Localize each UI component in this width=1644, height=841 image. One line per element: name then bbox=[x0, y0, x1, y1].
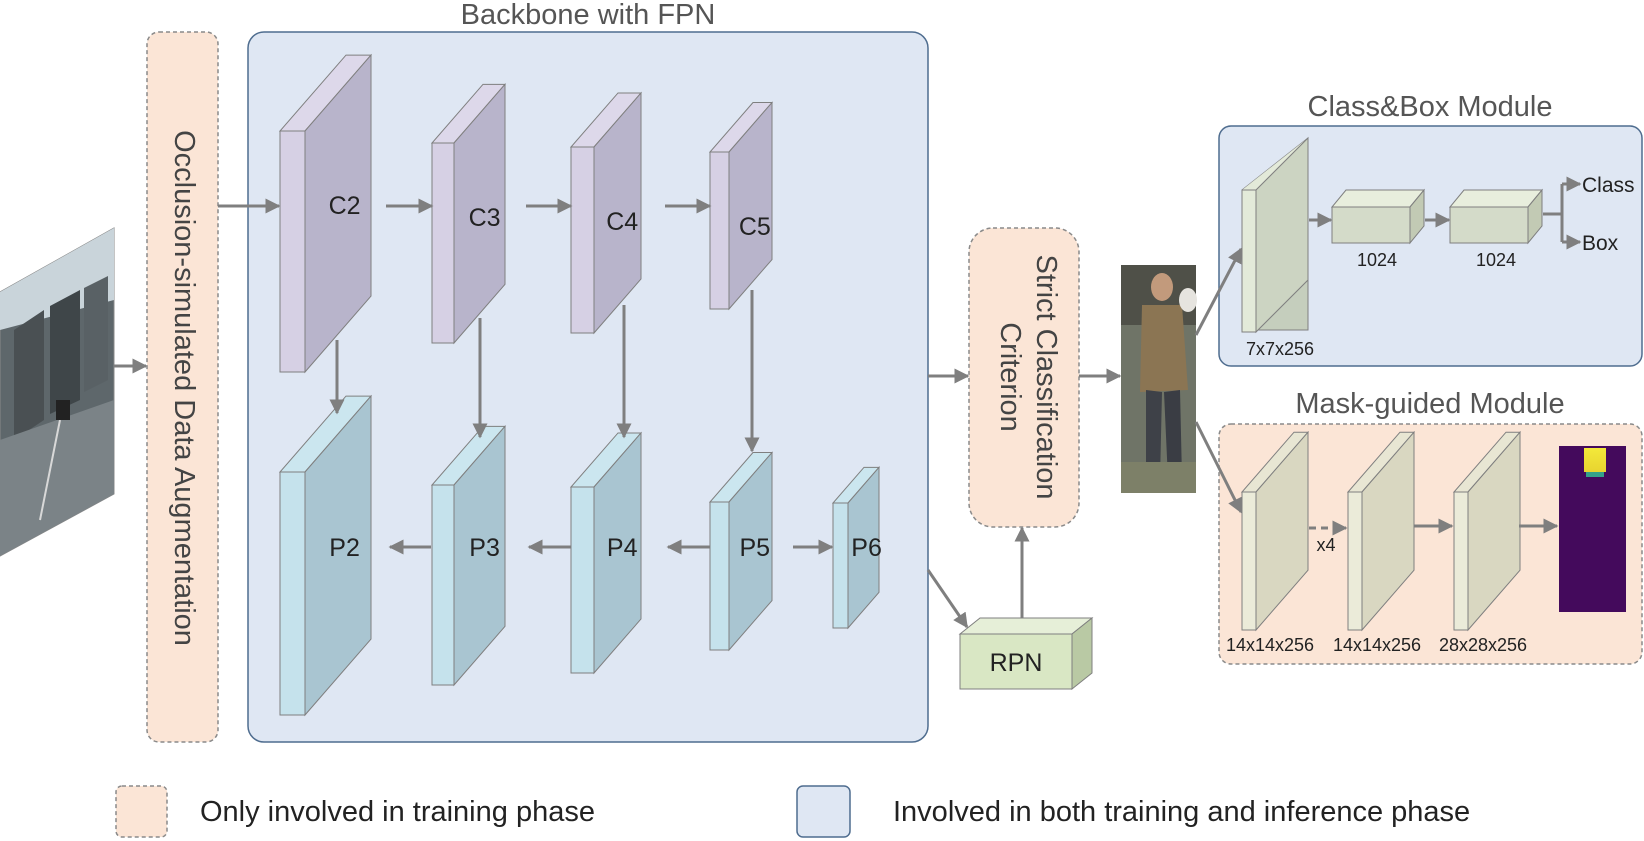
p-layer-label-p5: P5 bbox=[740, 534, 771, 562]
class-box-arrows bbox=[1309, 176, 1582, 250]
p-layer-p6 bbox=[831, 466, 881, 630]
c-layer-label-c2: C2 bbox=[329, 192, 361, 220]
class-box-panel bbox=[1218, 125, 1643, 367]
backbone-title: Backbone with FPN bbox=[461, 0, 716, 31]
mask-dim-label-1: 14x14x256 bbox=[1226, 635, 1314, 655]
mask-arrows bbox=[1309, 518, 1559, 536]
input-image bbox=[0, 227, 115, 557]
augmentation-label: Occlusion-simulated Data Augmentation bbox=[168, 130, 200, 646]
legend-swatch-both bbox=[796, 785, 851, 838]
mask-conv-block-3 bbox=[1452, 430, 1522, 632]
rpn-label: RPN bbox=[990, 649, 1043, 677]
fc-dim-label-1: 1024 bbox=[1357, 250, 1397, 270]
p-layer-group: P2 P3 P4 P5 P6 bbox=[278, 394, 882, 717]
p-layer-p4 bbox=[569, 431, 643, 675]
pedestrian-crop bbox=[1121, 265, 1197, 493]
class-output-label: Class bbox=[1582, 174, 1635, 197]
class-box-title: Class&Box Module bbox=[1308, 91, 1553, 123]
p-layer-label-p2: P2 bbox=[329, 534, 360, 562]
mask-output-image bbox=[1559, 446, 1626, 612]
mask-dim-label-3: 28x28x256 bbox=[1439, 635, 1527, 655]
p-layer-p3 bbox=[430, 425, 507, 687]
roi-feature-block bbox=[1241, 136, 1309, 334]
mask-module-title: Mask-guided Module bbox=[1295, 388, 1564, 420]
legend-label-training: Only involved in training phase bbox=[200, 796, 595, 828]
roi-dim-label: 7x7x256 bbox=[1246, 339, 1314, 359]
mid-arrows bbox=[926, 368, 1122, 629]
mask-conv-block-1 bbox=[1240, 430, 1310, 632]
c-layer-c2 bbox=[278, 53, 373, 374]
p-layer-p2 bbox=[278, 394, 373, 717]
backbone-arrows bbox=[114, 198, 834, 555]
c-layer-group: C2 C3 C4 C5 bbox=[278, 53, 774, 374]
c-layer-label-c5: C5 bbox=[739, 213, 771, 241]
box-output-label: Box bbox=[1582, 232, 1619, 255]
mask-block-group bbox=[1240, 430, 1522, 632]
rpn-block bbox=[958, 616, 1094, 691]
fc-block-1 bbox=[1330, 188, 1426, 245]
p-layer-p5 bbox=[708, 451, 774, 652]
pedestrian-branch-arrows bbox=[1194, 247, 1243, 514]
legend-swatch-training bbox=[115, 785, 168, 838]
fc-block-2 bbox=[1448, 188, 1544, 245]
mask-conv-block-2 bbox=[1346, 430, 1416, 632]
c-layer-label-c4: C4 bbox=[606, 208, 638, 236]
c-layer-c5 bbox=[708, 101, 774, 311]
legend-label-both: Involved in both training and inference … bbox=[893, 796, 1470, 828]
c-layer-c4 bbox=[569, 91, 643, 335]
mask-dim-label-2: 14x14x256 bbox=[1333, 635, 1421, 655]
p-layer-label-p3: P3 bbox=[469, 534, 500, 562]
c-layer-c3 bbox=[430, 83, 507, 345]
p-layer-label-p4: P4 bbox=[607, 534, 638, 562]
criterion-label-line1: Strict Classification bbox=[1030, 255, 1062, 500]
mask-module-panel bbox=[1218, 423, 1643, 665]
c-layer-label-c3: C3 bbox=[469, 204, 501, 232]
criterion-label-line2: Criterion bbox=[994, 322, 1026, 432]
augmentation-box bbox=[146, 31, 219, 743]
fc-dim-label-2: 1024 bbox=[1476, 250, 1516, 270]
repeat-label: x4 bbox=[1316, 535, 1335, 555]
p-layer-label-p6: P6 bbox=[851, 534, 882, 562]
